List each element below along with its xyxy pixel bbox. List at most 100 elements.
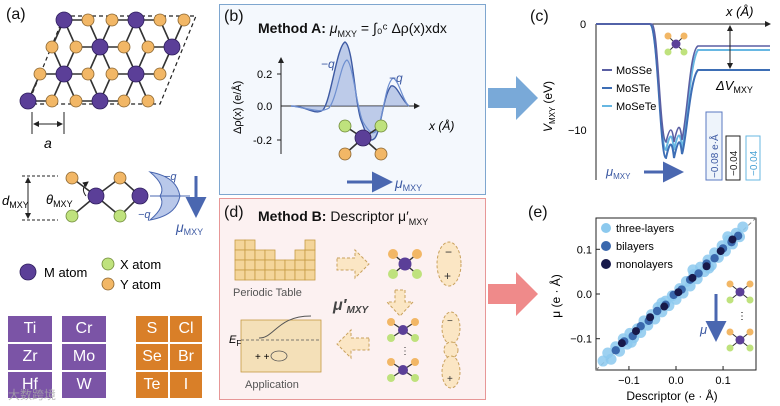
tile-te: Te <box>136 372 168 398</box>
lattice-y-atom <box>105 67 119 81</box>
tile-ti: Ti <box>8 316 52 342</box>
tile-w: W <box>62 372 106 398</box>
charge-1: −0.08 e·Å <box>708 134 721 178</box>
e-y-atom <box>746 280 754 288</box>
lattice-y-atom <box>81 13 95 27</box>
d3-x-atom <box>411 374 419 382</box>
theta-label: θMXY <box>46 192 73 209</box>
b-q-right: −q <box>389 71 403 85</box>
e-ytick-label: −0.1 <box>570 334 592 346</box>
legend-marker-monolayers <box>601 259 611 269</box>
lattice-y-atom <box>117 94 131 108</box>
panel-b-plot: 0.2 0.0 -0.2 Δρ(x) (e/Å) x (Å) −q −q μMX… <box>231 41 454 193</box>
charge-box-3 <box>745 135 761 181</box>
b-mu-label: μMXY <box>394 175 422 193</box>
side-x-atom <box>65 209 79 223</box>
e-x-atom <box>726 296 734 304</box>
lattice-m-atom <box>127 11 145 29</box>
panel-d-label: (d) <box>224 204 244 221</box>
c-ytick-1: −10 <box>568 125 587 137</box>
b-x-atom <box>338 119 352 133</box>
arrow-b-to-c <box>488 76 538 120</box>
tile-br: Br <box>170 344 202 370</box>
mu-prime-label: μ′MXY <box>332 297 369 316</box>
scatter-point-three-layers <box>684 280 696 292</box>
tile-se: Se <box>136 344 168 370</box>
scatter-point-monolayers <box>632 327 640 336</box>
c-xaxis-label: x (Å) <box>725 4 753 19</box>
b-ytick-0: 0.2 <box>257 69 272 81</box>
b-xlabel: x (Å) <box>428 118 454 133</box>
lattice-y-atom <box>45 94 59 108</box>
lattice-m-atom <box>91 92 109 110</box>
lattice-atoms <box>19 11 191 110</box>
dashed-arrow-left <box>336 328 370 360</box>
tile-hf: Hf <box>8 372 52 398</box>
e-x-atom <box>746 344 754 352</box>
tile-i: I <box>170 372 202 398</box>
d2-x-atom <box>387 334 395 342</box>
curve-moste <box>596 23 770 160</box>
legend-label-three-layers: three-layers <box>616 223 675 235</box>
lattice-y-atom <box>117 40 131 54</box>
lattice-y-atom <box>81 67 95 81</box>
dashed-arrow-right <box>336 248 370 280</box>
lattice-m-atom <box>55 11 73 29</box>
dipole-ellipse <box>436 241 462 287</box>
b-ytick-2: -0.2 <box>253 135 272 147</box>
tile-mo: Mo <box>62 344 106 370</box>
scatter-point-monolayers <box>617 339 626 348</box>
lattice-y-atom <box>153 13 167 27</box>
dipole-plus: + <box>444 269 451 283</box>
panel-b-label: (b) <box>224 8 244 25</box>
q-bottom: −q <box>138 209 151 221</box>
e-stack-dots: ⋮ <box>737 311 747 322</box>
charge-box-2 <box>725 135 741 181</box>
application-curve <box>258 315 312 339</box>
c-y-atom <box>680 32 688 40</box>
arrow-d-to-e <box>488 272 538 316</box>
d2-m-atom <box>398 325 408 335</box>
scatter-point-bilayers <box>694 269 703 278</box>
scatter-point-monolayers <box>646 313 655 322</box>
stack-minus: − <box>447 316 453 327</box>
lattice-m-atom <box>127 65 145 83</box>
legend-y-label: Y atom <box>120 277 161 292</box>
a-label: a <box>44 135 52 151</box>
e-x-atom <box>746 296 754 304</box>
method-b-title: Method B: Descriptor μ′MXY <box>258 208 429 227</box>
scatter-point-monolayers <box>716 247 725 256</box>
tile-cl: Cl <box>170 316 202 342</box>
lattice-y-atom <box>105 13 119 27</box>
d3-y-atom <box>411 358 419 366</box>
ef-label: EF <box>229 334 241 348</box>
c-ylabel: VMXY(eV) <box>541 81 557 132</box>
e-m-atom <box>735 287 745 297</box>
unit-cell-outline <box>27 15 197 105</box>
density-curve-2 <box>290 59 410 134</box>
e-ylabel: μ (e · Å) <box>548 274 563 318</box>
scatter-point-three-layers <box>605 353 617 365</box>
lattice-y-atom <box>69 94 83 108</box>
legend-label-monolayers: monolayers <box>616 259 673 271</box>
stack-plus: + <box>447 374 453 385</box>
d-y-atom <box>412 249 422 259</box>
tile-s: S <box>136 316 168 342</box>
mu-label: μMXY <box>175 219 203 237</box>
legend-mossse: MoSSe <box>616 65 652 77</box>
c-m-atom <box>671 39 681 49</box>
d2-y-atom <box>387 318 395 326</box>
e-x-atom <box>726 344 734 352</box>
c-x-atom <box>664 48 672 56</box>
charge-3: −0.04 <box>749 150 760 176</box>
application-ellipse <box>270 350 288 362</box>
e-m-atom <box>735 335 745 345</box>
side-m-atom <box>131 187 149 205</box>
e-ytick-label: 0.1 <box>577 244 592 256</box>
charge-box-1 <box>705 111 723 181</box>
b-ytick-1: 0.0 <box>257 101 272 113</box>
panel-a-label: (a) <box>6 6 26 23</box>
e-ytick-label: 0.0 <box>577 289 592 301</box>
c-x-atom <box>680 48 688 56</box>
